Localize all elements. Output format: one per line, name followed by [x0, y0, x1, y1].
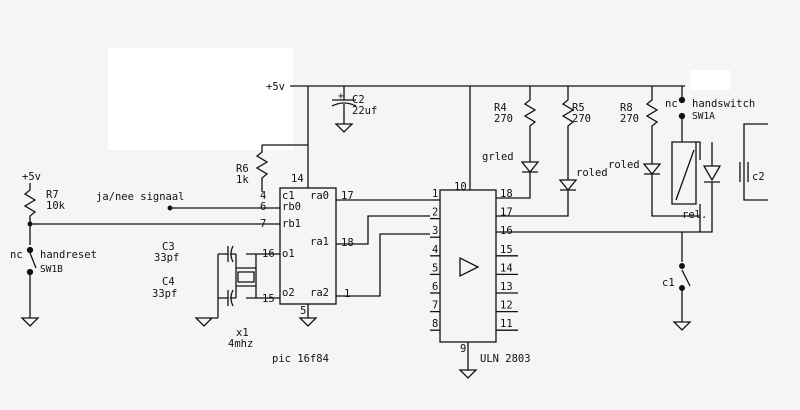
- grled-label: grled: [482, 151, 514, 163]
- pic-uln-links: [336, 199, 430, 297]
- uln-left-pin: 7: [432, 300, 438, 312]
- uln-chip: [439, 189, 497, 343]
- uln-left-pin: 3: [432, 225, 438, 237]
- handreset-id: SW1B: [40, 264, 63, 275]
- output-c2: [739, 123, 768, 201]
- uln-right-pins: 18 17 16 15 14 13 12 11: [496, 188, 518, 331]
- signal-label: ja/nee signaal: [96, 191, 185, 203]
- led-roled-branch: [496, 86, 578, 217]
- pin-17: 17: [341, 190, 354, 202]
- supply-label: +5v: [266, 81, 285, 93]
- svg-text:+: +: [338, 91, 344, 102]
- c1-label: c1: [662, 277, 675, 289]
- resistor-r7: [23, 183, 37, 245]
- x1-name: x1: [236, 327, 249, 339]
- c2-value: 22uf: [352, 105, 377, 117]
- caps-c3-c4: [217, 245, 234, 318]
- r4-name: R4: [494, 102, 507, 114]
- pin-name-ra1: ra1: [310, 236, 329, 248]
- uln-buffer-symbol: [459, 256, 480, 278]
- pin-6: 6: [260, 201, 266, 213]
- pin-name-o2: o2: [282, 287, 295, 299]
- x1-value: 4mhz: [228, 338, 253, 350]
- roled2-label: roled: [608, 159, 640, 171]
- pin-name-o1: o1: [282, 248, 295, 260]
- uln-right-pin: 15: [500, 244, 513, 256]
- uln-right-pin: 17: [500, 207, 513, 219]
- osc-lines: [230, 253, 280, 299]
- uln-right-pin: 16: [500, 225, 513, 237]
- uln-right-pin: 12: [500, 300, 513, 312]
- uln-right-pin: 13: [500, 281, 513, 293]
- uln-power: [458, 86, 478, 379]
- pin-name-rb0: rb0: [282, 201, 301, 213]
- pin-14: 14: [291, 173, 304, 185]
- relay-contact-c1: [672, 232, 692, 331]
- supply-left-label: +5v: [22, 171, 41, 183]
- crystal-x1: [235, 254, 257, 298]
- uln-right-pin: 14: [500, 262, 513, 274]
- uln-left-pin: 2: [432, 207, 438, 219]
- led-roled2-branch: [642, 86, 700, 217]
- pin-name-c1: c1: [282, 190, 295, 202]
- blank-area: [108, 48, 293, 150]
- blank-area-small: [690, 70, 730, 90]
- r8-value: 270: [620, 113, 639, 125]
- pin-15: 15: [262, 293, 275, 305]
- pin-4: 4: [260, 190, 266, 202]
- c3-name: C3: [162, 241, 175, 253]
- pin-18: 18: [341, 237, 354, 249]
- relay: [496, 86, 722, 233]
- c4-name: C4: [162, 276, 175, 288]
- uln-left-pin: 5: [432, 262, 438, 274]
- r6-name: R6: [236, 163, 249, 175]
- pic-label: pic 16f84: [272, 353, 329, 365]
- uln-left-pins: 1 2 3 4 5 6 7 8: [430, 188, 440, 331]
- led-grled-branch: [496, 86, 540, 199]
- pin-5: 5: [300, 305, 306, 317]
- uln-pin-9: 9: [460, 343, 466, 355]
- pin-name-ra0: ra0: [310, 190, 329, 202]
- handswitch-nc: nc: [665, 98, 678, 110]
- uln-left-pin: 6: [432, 281, 438, 293]
- uln-right-pin: 11: [500, 318, 513, 330]
- r6-value: 1k: [236, 174, 249, 186]
- pin-name-ra2: ra2: [310, 287, 329, 299]
- handreset-nc: nc: [10, 249, 23, 261]
- c2-name: C2: [352, 94, 365, 106]
- handswitch-id: SW1A: [692, 111, 715, 122]
- c2-out-label: c2: [752, 171, 765, 183]
- uln-pin-10: 10: [454, 181, 467, 193]
- uln-label: ULN 2803: [480, 353, 531, 365]
- handswitch-label: handswitch: [692, 98, 755, 110]
- handreset-switch: [29, 252, 37, 318]
- uln-left-pin: 8: [432, 318, 438, 330]
- ground-reset: [20, 317, 40, 327]
- r5-value: 270: [572, 113, 591, 125]
- r4-value: 270: [494, 113, 513, 125]
- relay-label: rel.: [682, 209, 707, 221]
- r5-name: R5: [572, 102, 585, 114]
- roled1-label: roled: [576, 167, 608, 179]
- r7-name: R7: [46, 189, 59, 201]
- ground-c2: [334, 123, 354, 133]
- uln-left-pin: 1: [432, 188, 438, 200]
- resistor-r6: [255, 86, 309, 192]
- uln-right-pin: 18: [500, 188, 513, 200]
- c4-value: 33pf: [152, 288, 177, 300]
- ground-pic: [298, 304, 318, 327]
- ground-osc: [194, 317, 218, 327]
- r7-value: 10k: [46, 200, 66, 212]
- r8-name: R8: [620, 102, 633, 114]
- uln-left-pin: 4: [432, 244, 438, 256]
- pin-name-rb1: rb1: [282, 218, 301, 230]
- capacitor-c2: [331, 86, 357, 124]
- handreset-label: handreset: [40, 249, 97, 261]
- pin-1: 1: [344, 288, 350, 300]
- c3-value: 33pf: [154, 252, 179, 264]
